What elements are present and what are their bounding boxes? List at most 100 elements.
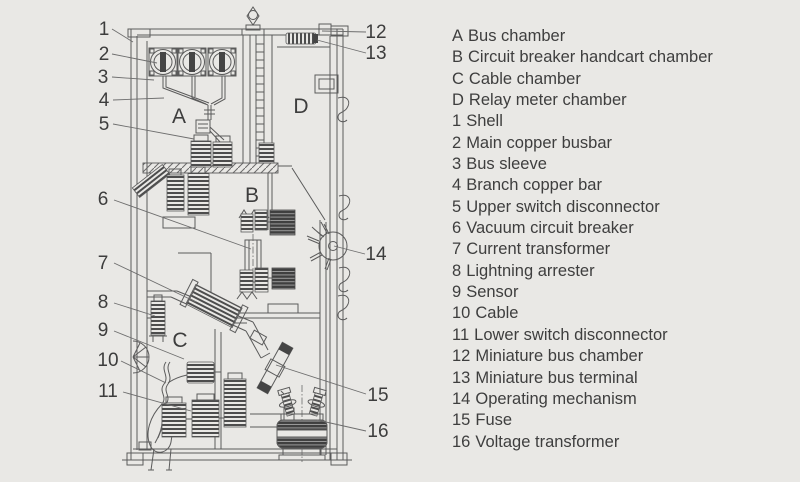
- legend-key: 7: [452, 240, 462, 259]
- legend-key: 16: [452, 432, 471, 451]
- legend-key: 10: [452, 304, 471, 323]
- legend-key: 5: [452, 197, 462, 216]
- chamber-labels: A B C D: [172, 95, 309, 352]
- legend-label: Fuse: [475, 411, 513, 430]
- legend-label: Miniature bus chamber: [475, 347, 644, 366]
- lightning-arrester: [147, 294, 167, 342]
- legend-label: Cable: [475, 304, 519, 323]
- vacuum-circuit-breaker: [236, 209, 296, 300]
- chamber-label-a: A: [172, 105, 186, 128]
- bus-sleeve: [207, 47, 237, 77]
- callout-13: 13: [365, 43, 386, 64]
- upper-contact-stacks: [131, 164, 210, 229]
- legend-key: 14: [452, 389, 471, 408]
- legend-label: Circuit breaker handcart chamber: [468, 48, 713, 67]
- leader-lines: [111, 28, 367, 432]
- legend-key: D: [452, 91, 464, 110]
- legend-label: Voltage transformer: [475, 432, 620, 451]
- voltage-transformer: [276, 385, 328, 462]
- chamber-label-c: C: [172, 329, 187, 352]
- sensor: [167, 361, 221, 384]
- legend-label: Upper switch disconnector: [466, 197, 660, 216]
- legend-key: 9: [452, 283, 462, 302]
- legend-key: A: [452, 27, 464, 45]
- legend-label: Branch copper bar: [466, 176, 602, 195]
- hinge-fan: [132, 340, 150, 374]
- legend-key: 1: [452, 112, 462, 131]
- legend-key: 12: [452, 347, 471, 366]
- legend-label: Lower switch disconnector: [474, 325, 668, 344]
- callout-4: 4: [99, 90, 110, 111]
- chamber-divider: [242, 35, 275, 164]
- callout-14: 14: [365, 244, 387, 265]
- legend-key: B: [452, 48, 464, 67]
- legend-label: Bus sleeve: [466, 155, 547, 174]
- cabinet-shell: [122, 23, 352, 466]
- callout-11: 11: [98, 381, 118, 402]
- legend-key: 6: [452, 219, 462, 238]
- door-hook-handles: [337, 96, 351, 321]
- legend-label: Bus chamber: [468, 27, 566, 45]
- callout-8: 8: [98, 292, 109, 313]
- legend-label: Sensor: [466, 283, 519, 302]
- legend-label: Miniature bus terminal: [475, 368, 638, 387]
- callout-1: 1: [99, 19, 110, 40]
- relay-meter-box: [314, 74, 339, 94]
- callout-15: 15: [367, 385, 388, 406]
- legend-label: Cable chamber: [468, 69, 581, 88]
- legend-key: 11: [452, 325, 470, 344]
- bus-sleeve: [148, 47, 178, 77]
- lifting-eye: [241, 6, 265, 36]
- bus-sleeve: [177, 47, 207, 77]
- callout-7: 7: [98, 253, 109, 274]
- callout-9: 9: [98, 320, 109, 341]
- callout-5: 5: [99, 114, 110, 135]
- operating-mechanism: [306, 221, 348, 271]
- callout-3: 3: [98, 67, 109, 88]
- legend-key: 3: [452, 155, 462, 174]
- legend-key: 15: [452, 411, 471, 430]
- chamber-label-d: D: [293, 95, 308, 118]
- callout-12: 12: [365, 22, 386, 43]
- breaker-chamber-structure: [178, 220, 327, 455]
- lower-switch-disconnector: [161, 372, 295, 438]
- legend-key: 13: [452, 368, 471, 387]
- branch-copper-bars: [162, 76, 226, 120]
- miniature-bus-chamber: [277, 32, 330, 48]
- legend-label: Lightning arrester: [466, 261, 595, 280]
- legend-label: Current transformer: [466, 240, 611, 259]
- current-transformer: [179, 278, 249, 334]
- legend-key: 2: [452, 133, 462, 152]
- legend-label: Shell: [466, 112, 503, 131]
- fuse: [249, 329, 294, 398]
- legend-label: Relay meter chamber: [468, 91, 627, 110]
- legend-label: Operating mechanism: [475, 389, 637, 408]
- callout-10: 10: [97, 350, 118, 371]
- callout-2: 2: [99, 44, 110, 65]
- legend-key: 8: [452, 261, 462, 280]
- upper-switch-disconnector: [190, 119, 233, 168]
- callout-16: 16: [367, 421, 388, 442]
- legend-key: 4: [452, 176, 462, 195]
- callout-numbers: 1 2 3 4 5 6 7 8 9 10 11 12 13 14 15 16: [97, 19, 388, 442]
